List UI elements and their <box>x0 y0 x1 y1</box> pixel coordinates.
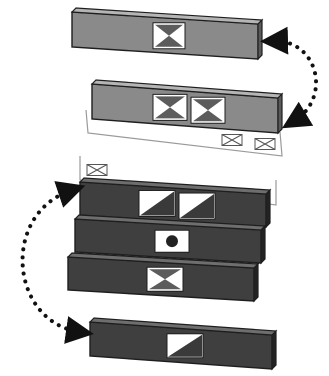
hourglass-icon <box>190 96 226 124</box>
block-side <box>257 18 263 61</box>
block-side <box>253 262 259 303</box>
block-4 <box>73 214 267 265</box>
circle-icon <box>154 229 190 253</box>
block-1 <box>70 7 264 61</box>
swap-arrow-top <box>260 26 319 129</box>
tray-upper <box>85 109 283 157</box>
top-pair <box>70 7 284 135</box>
triangle-split-icon <box>166 333 204 359</box>
hourglass-icon <box>254 138 276 150</box>
triangle-split-icon <box>138 189 176 217</box>
block-side <box>271 329 277 371</box>
block-5 <box>66 252 260 303</box>
hourglass-icon <box>221 134 243 146</box>
hourglass-icon <box>152 93 188 121</box>
hourglass-icon <box>86 164 108 176</box>
block-6 <box>88 317 278 371</box>
block-side <box>277 92 283 135</box>
hourglass-icon <box>146 266 184 292</box>
block-side <box>265 188 271 229</box>
hourglass-icon <box>152 22 186 50</box>
bottom-stack <box>66 177 278 371</box>
block-side <box>260 224 266 265</box>
swap-arrow-bottom <box>20 181 94 344</box>
triangle-split-icon <box>178 192 216 220</box>
block-2 <box>90 79 284 135</box>
